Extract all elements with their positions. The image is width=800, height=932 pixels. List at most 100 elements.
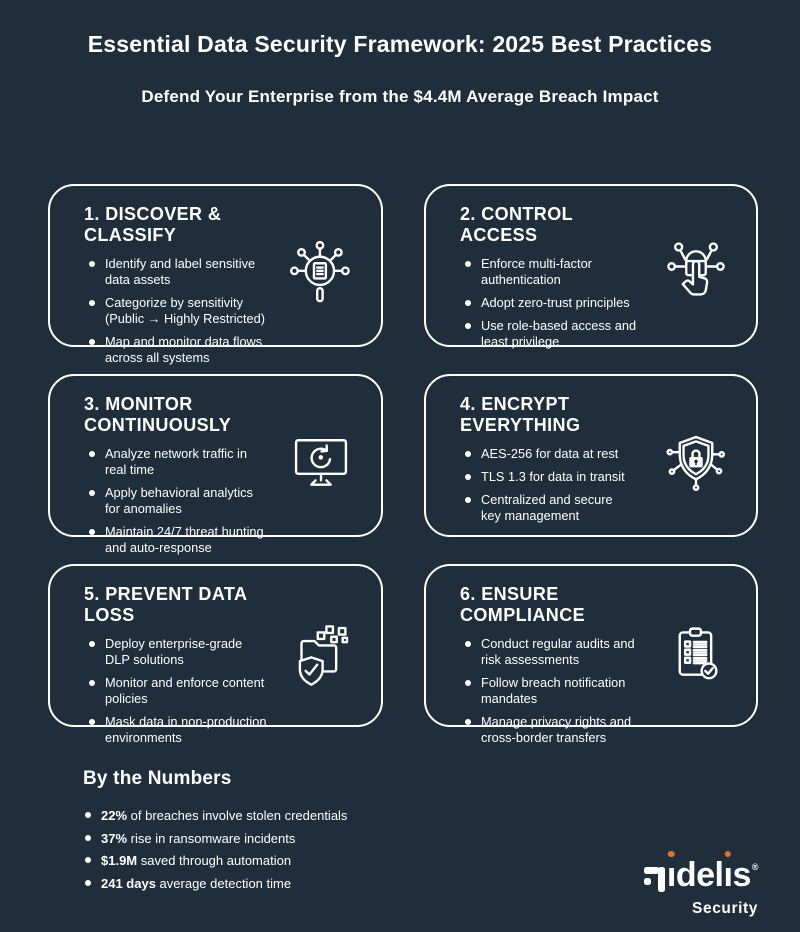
list-item: Follow breach notification mandates [460, 675, 648, 707]
bullet-text: Identify and label sensitive data assets [105, 256, 256, 287]
list-item: 241 days average detection time [83, 876, 347, 891]
list-item: 37% rise in ransomware incidents [83, 831, 347, 846]
bullet-text: Enforce multi-factor authentication [481, 256, 592, 287]
numbers-title: By the Numbers [83, 768, 232, 789]
bullet-dot [465, 718, 471, 725]
bullet-text: Follow breach notification mandates [481, 674, 626, 706]
list-item: Categorize by sensitivity (Public → High… [84, 295, 273, 327]
card-bullets: Enforce multi-factor authentication Adop… [460, 256, 648, 350]
card-title: 1. DISCOVER & CLASSIFY [84, 204, 222, 245]
bullet-text: Mask data in non-production environments [105, 713, 267, 745]
bullet-dot [85, 857, 91, 863]
clipboard-checklist-icon [648, 591, 744, 715]
brand-rest: ıdelıs [666, 856, 751, 894]
stat-text: 22% of breaches involve stolen credentia… [101, 808, 347, 823]
list-item: Deploy enterprise-grade DLP solutions [84, 636, 273, 668]
bullet-text: Maintain 24/7 threat hunting and auto-re… [105, 523, 264, 555]
list-item: AES-256 for data at rest [460, 446, 648, 462]
list-item: 22% of breaches involve stolen credentia… [83, 808, 347, 823]
bullet-dot [465, 496, 471, 503]
card-monitor-continuously: 3. MONITOR CONTINUOUSLY Analyze network … [48, 374, 383, 555]
card-discover-classify: 1. DISCOVER & CLASSIFY Identify and labe… [48, 184, 383, 365]
card-bullets: Identify and label sensitive data assets… [84, 256, 273, 366]
bullet-text: Apply behavioral analytics for anomalies [105, 484, 253, 516]
stat-label: of breaches involve stolen credentials [127, 808, 348, 823]
bullet-dot [465, 473, 471, 480]
list-item: Mask data in non-production environments [84, 714, 273, 746]
bullet-dot [89, 679, 95, 686]
bullet-dot [465, 451, 471, 457]
bullet-text: Map and monitor data flows across all sy… [105, 333, 263, 365]
page-subtitle: Defend Your Enterprise from the $4.4M Av… [141, 87, 659, 106]
card-title: 5. PREVENT DATA LOSS [84, 584, 247, 625]
card-prevent-data-loss: 5. PREVENT DATA LOSS Deploy enterprise-g… [48, 564, 383, 745]
card-encrypt-everything: 4. ENCRYPT EVERYTHING AES-256 for data a… [424, 374, 758, 537]
bullet-dot [465, 261, 471, 267]
stat-text: 37% rise in ransomware incidents [101, 831, 295, 846]
brand-wordmark: ıdelıs® [643, 856, 759, 894]
card-title: 6. ENSURE COMPLIANCE [460, 584, 585, 625]
bullet-text: Adopt zero-trust principles [481, 294, 630, 310]
registered-trademark-symbol: ® [751, 862, 759, 872]
bullet-dot [85, 879, 91, 886]
card-title: 2. CONTROL ACCESS [460, 204, 573, 245]
list-item: $1.9M saved through automation [83, 853, 347, 868]
stat-text: $1.9M saved through automation [101, 853, 291, 868]
list-item: Centralized and secure key management [460, 492, 648, 524]
list-item: Adopt zero-trust principles [460, 295, 648, 311]
bullet-text: Manage privacy rights and cross-border t… [481, 713, 632, 745]
brand-tagline: Security [692, 900, 758, 917]
stat-value: 22% [101, 808, 128, 823]
list-item: Identify and label sensitive data assets [84, 256, 273, 288]
list-item: Manage privacy rights and cross-border t… [460, 714, 648, 746]
bullet-dot [89, 718, 95, 725]
bullet-dot [89, 451, 95, 457]
cards-grid: 1. DISCOVER & CLASSIFY Identify and labe… [48, 184, 758, 745]
bullet-text: TLS 1.3 for data in transit [481, 468, 625, 484]
card-bullets: Conduct regular audits and risk assessme… [460, 636, 648, 746]
bullet-dot [465, 322, 471, 329]
list-item: Map and monitor data flows across all sy… [84, 334, 273, 366]
card-title: 3. MONITOR CONTINUOUSLY [84, 394, 232, 435]
bullet-text: Use role-based access and least privileg… [481, 317, 637, 349]
bullet-text: Deploy enterprise-grade DLP solutions [105, 636, 243, 667]
card-ensure-compliance: 6. ENSURE COMPLIANCE Conduct regular aud… [424, 564, 758, 745]
shield-lock-icon [648, 401, 744, 525]
list-item: TLS 1.3 for data in transit [460, 469, 648, 485]
page-title: Essential Data Security Framework: 2025 … [87, 31, 713, 57]
bullet-dot [89, 299, 95, 306]
header: Essential Data Security Framework: 2025 … [0, 0, 800, 107]
card-control-access: 2. CONTROL ACCESS Enforce multi-factor a… [424, 184, 758, 350]
stat-label: rise in ransomware incidents [127, 830, 296, 846]
fidelis-f-glyph [643, 867, 665, 892]
bullet-dot [89, 338, 95, 345]
stats-list: 22% of breaches involve stolen credentia… [83, 808, 347, 891]
bullet-text: Analyze network traffic in real time [105, 446, 248, 477]
bullet-text: Categorize by sensitivity (Public → High… [105, 294, 266, 326]
monitor-refresh-icon [273, 401, 369, 525]
bullet-dot [89, 528, 95, 535]
bullet-text: AES-256 for data at rest [481, 446, 619, 461]
list-item: Apply behavioral analytics for anomalies [84, 485, 273, 517]
stat-label: average detection time [155, 875, 292, 891]
bullet-dot [465, 679, 471, 686]
bullet-text: Monitor and enforce content policies [105, 674, 265, 706]
by-the-numbers: By the Numbers 22% of breaches involve s… [83, 768, 347, 898]
fidelis-logo: ıdelıs® Security [643, 856, 759, 918]
bullet-dot [89, 641, 95, 647]
bullet-dot [85, 834, 91, 841]
bullet-text: Conduct regular audits and risk assessme… [481, 636, 635, 667]
card-bullets: Analyze network traffic in real time App… [84, 446, 273, 556]
magnifier-data-network-icon [273, 211, 369, 335]
folder-shield-check-icon [273, 591, 369, 715]
stat-value: 241 days [101, 875, 156, 891]
bullet-dot [89, 489, 95, 496]
list-item: Maintain 24/7 threat hunting and auto-re… [84, 524, 273, 556]
bullet-dot [89, 261, 95, 267]
bullet-dot [465, 641, 471, 647]
stat-value: 37% [101, 830, 128, 846]
bullet-text: Centralized and secure key management [481, 491, 613, 523]
stat-label: saved through automation [137, 853, 292, 868]
card-title: 4. ENCRYPT EVERYTHING [460, 394, 581, 435]
card-bullets: Deploy enterprise-grade DLP solutions Mo… [84, 636, 273, 746]
